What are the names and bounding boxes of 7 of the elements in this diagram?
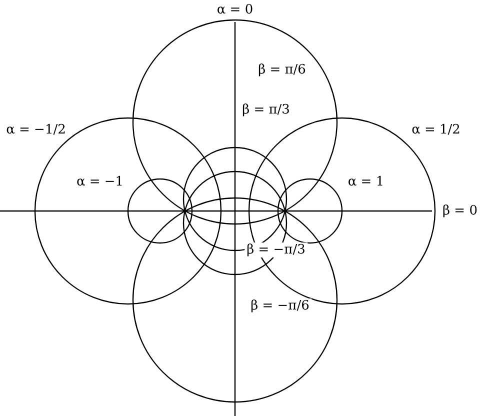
curve-label: β = −π/6 [248, 298, 312, 314]
curve-label: β = 0 [440, 204, 480, 218]
curve-label: β = −π/3 [244, 242, 308, 258]
curve-label: α = −1/2 [4, 122, 68, 138]
curve-label: β = π/3 [240, 102, 292, 118]
curve-label: α = 1/2 [410, 122, 462, 138]
curve-label: β = π/6 [256, 62, 308, 78]
